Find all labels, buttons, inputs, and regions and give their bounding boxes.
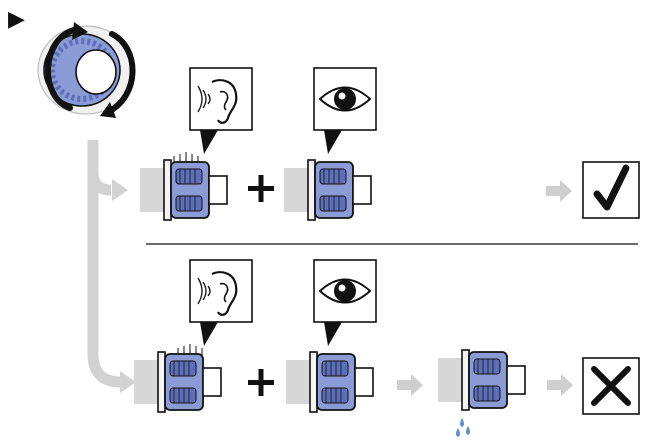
- check-icon: [582, 161, 640, 219]
- process-arrow: [397, 374, 423, 396]
- flow-connector: [87, 140, 136, 393]
- row-correct-assembly: [139, 67, 640, 221]
- row-incorrect-assembly: [133, 259, 640, 437]
- listen-callout: [189, 259, 253, 347]
- plus-sign: [248, 175, 274, 202]
- fitting-pushed-in: [139, 159, 228, 221]
- fitting-visual-check: [283, 159, 372, 221]
- fitting-not-pushed: [133, 351, 222, 413]
- result-arrow: [547, 374, 573, 396]
- result-arrow: [546, 180, 572, 202]
- look-callout: [313, 259, 377, 347]
- water-drip-icon: [456, 418, 470, 437]
- cross-icon: [582, 357, 640, 415]
- fitting-gap-visible: [285, 351, 374, 413]
- step-marker: ▶: [8, 7, 25, 32]
- fitting-leaking: [437, 349, 526, 411]
- listen-callout: [189, 67, 253, 155]
- look-callout: [313, 67, 377, 155]
- rotate-nut-icon: [37, 22, 136, 118]
- plus-sign: [248, 369, 274, 396]
